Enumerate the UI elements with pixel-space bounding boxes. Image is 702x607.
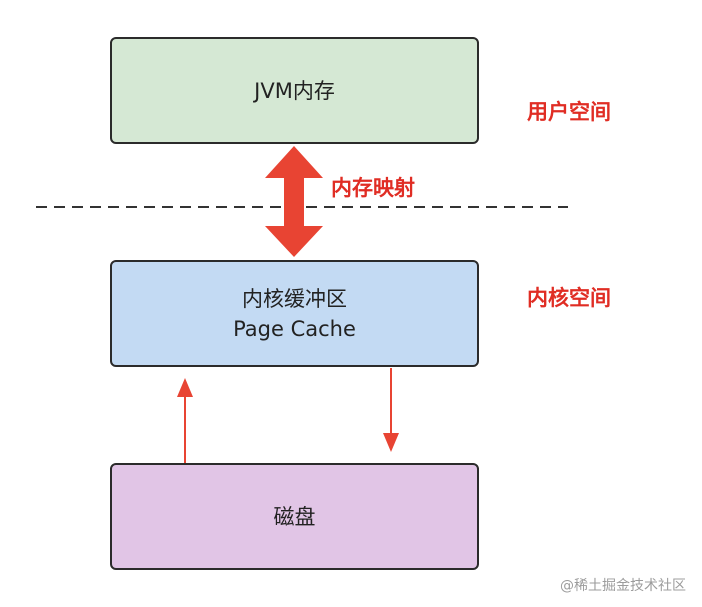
- disk-label: 磁盘: [273, 504, 316, 529]
- page-cache-box: 内核缓冲区 Page Cache: [110, 260, 479, 367]
- disk-box: 磁盘: [110, 463, 479, 570]
- mmap-label: 内存映射: [331, 176, 415, 200]
- mmap-double-arrow: [265, 146, 323, 257]
- read-arrow-head: [177, 378, 193, 397]
- jvm-memory-label: JVM内存: [254, 78, 335, 103]
- write-arrow-head: [383, 433, 399, 452]
- watermark: @稀土掘金技术社区: [560, 578, 686, 594]
- page-cache-label-cn: 内核缓冲区: [242, 286, 347, 311]
- page-cache-label-en: Page Cache: [233, 316, 356, 341]
- jvm-memory-box: JVM内存: [110, 37, 479, 144]
- kernel-space-label: 内核空间: [527, 286, 611, 310]
- user-space-label: 用户空间: [527, 100, 611, 124]
